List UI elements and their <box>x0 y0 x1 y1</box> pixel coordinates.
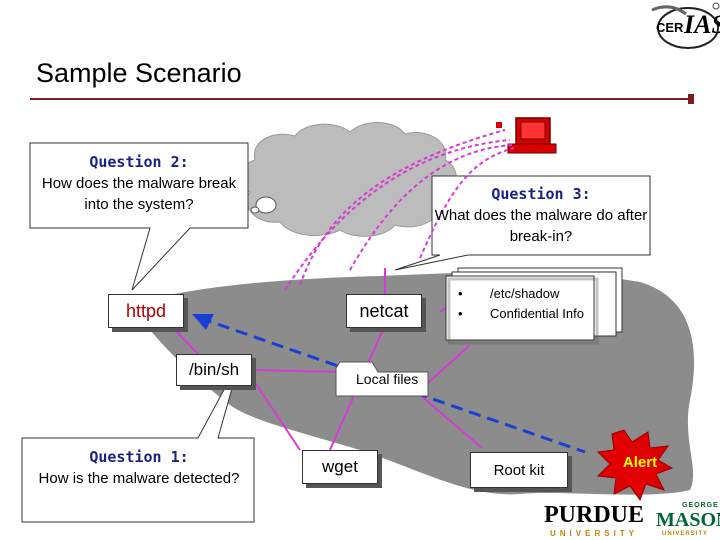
bullet: • <box>458 306 463 321</box>
question-2-body: How does the malware break into the syst… <box>41 175 237 213</box>
cerias-logo-mark <box>651 2 720 49</box>
netcat-label: netcat <box>359 300 409 321</box>
question-3-text: Question 3: What does the malware do aft… <box>434 184 648 247</box>
wget-box: wget <box>302 450 378 484</box>
question-2-heading: Question 2: <box>89 153 189 171</box>
alert-burst <box>596 429 674 502</box>
stolen-item-text: Confidential Info <box>490 306 584 321</box>
local-files-folder <box>335 361 429 397</box>
purdue-logo-subtext: UNIVERSITY <box>550 529 639 538</box>
question-1-body: How is the malware detected? <box>38 470 240 487</box>
alert-label: Alert <box>622 454 658 471</box>
rootkit-box: Root kit <box>470 452 568 488</box>
mason-logo-text: MASON <box>656 509 720 531</box>
title-rule <box>30 98 690 100</box>
question-1-bubble <box>21 359 255 523</box>
stolen-items-list: • /etc/shadow • Confidential Info <box>452 286 592 321</box>
httpd-label: httpd <box>125 300 167 321</box>
stolen-item: • /etc/shadow <box>452 286 592 301</box>
title-rule-tick <box>688 94 694 104</box>
purdue-logo-text: PURDUE <box>544 502 644 528</box>
question-3-bubble <box>394 175 651 271</box>
local-files-label: Local files <box>356 371 419 387</box>
detection-link <box>192 314 586 454</box>
httpd-box: httpd <box>108 294 184 328</box>
question-2-text: Question 2: How does the malware break i… <box>32 152 246 215</box>
network-links <box>284 129 515 291</box>
mason-logo-george: GEORGE <box>682 502 719 509</box>
question-3-body: What does the malware do after break-in? <box>434 207 648 245</box>
cerias-logo-ias: IAS <box>684 10 720 39</box>
binsh-label: /bin/sh <box>188 360 240 379</box>
question-3-heading: Question 3: <box>491 185 591 203</box>
computer-icon <box>496 117 557 154</box>
question-1-text: Question 1: How is the malware detected? <box>30 447 248 489</box>
rootkit-label: Root kit <box>493 461 545 479</box>
cerias-logo-short: CER <box>656 20 684 35</box>
mason-logo: GEORGE MASON UNIVERSITY <box>656 502 720 540</box>
mason-logo-subtext: UNIVERSITY <box>662 531 709 537</box>
slide-title: Sample Scenario <box>36 58 242 88</box>
stolen-item-text: /etc/shadow <box>490 286 560 301</box>
question-2-bubble <box>29 142 249 291</box>
cerias-logo: CER IAS <box>640 0 720 52</box>
bullet: • <box>458 286 463 301</box>
wget-label: wget <box>322 457 358 476</box>
internet-cloud <box>240 121 457 237</box>
stolen-docs-stack <box>445 267 623 345</box>
netcat-box: netcat <box>346 294 422 328</box>
question-1-heading: Question 1: <box>89 448 189 466</box>
binsh-box: /bin/sh <box>176 354 252 386</box>
stolen-item: • Confidential Info <box>452 306 592 321</box>
purdue-logo: PURDUE UNIVERSITY <box>544 502 654 538</box>
